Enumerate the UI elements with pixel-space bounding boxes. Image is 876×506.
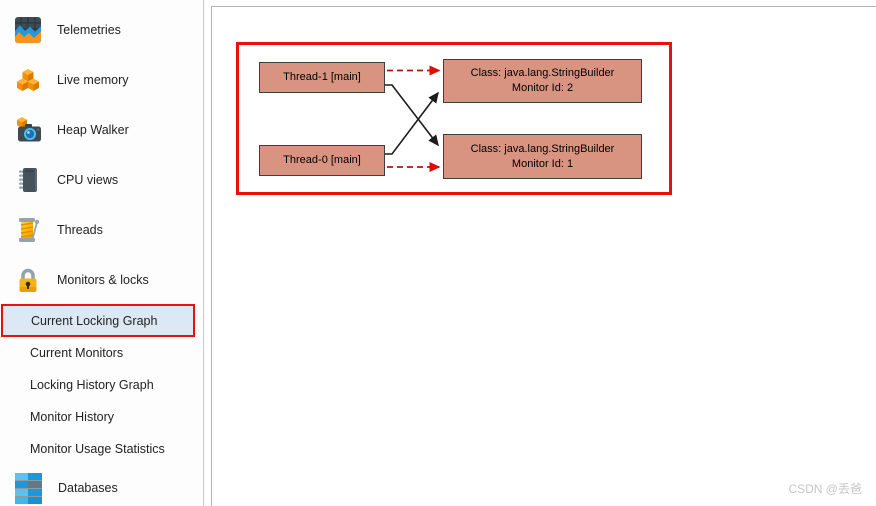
sidebar-item-label: Monitors & locks bbox=[57, 273, 149, 287]
sidebar-item-label: Heap Walker bbox=[57, 123, 129, 137]
telemetries-icon bbox=[15, 17, 41, 43]
node-monitor-2[interactable]: Class: java.lang.StringBuilder Monitor I… bbox=[443, 59, 642, 103]
sidebar-subitem-label: Locking History Graph bbox=[30, 378, 154, 392]
sidebar-subitem-locking-history-graph[interactable]: Locking History Graph bbox=[0, 369, 203, 401]
heap-walker-icon bbox=[17, 117, 41, 142]
node-monitor-id-line: Monitor Id: 2 bbox=[511, 82, 574, 94]
sidebar-item-databases[interactable]: Databases bbox=[0, 465, 203, 506]
node-label: Thread-0 [main] bbox=[283, 154, 361, 166]
monitors-locks-icon bbox=[19, 268, 37, 292]
sidebar-subitem-label: Current Monitors bbox=[30, 346, 124, 360]
node-label: Thread-1 [main] bbox=[283, 71, 361, 83]
sidebar-subitem-monitor-usage-statistics[interactable]: Monitor Usage Statistics bbox=[0, 433, 203, 465]
sidebar: Telemetries Live memory bbox=[0, 0, 204, 506]
node-monitor-id-line: Monitor Id: 1 bbox=[511, 157, 574, 170]
node-class-line: Class: java.lang.StringBuilder bbox=[470, 67, 615, 79]
node-thread-0[interactable]: Thread-0 [main] bbox=[259, 145, 385, 176]
sidebar-subitem-current-monitors[interactable]: Current Monitors bbox=[0, 337, 203, 369]
sidebar-item-live-memory[interactable]: Live memory bbox=[0, 55, 203, 105]
databases-icon bbox=[15, 472, 42, 504]
sidebar-item-heap-walker[interactable]: Heap Walker bbox=[0, 105, 203, 155]
watermark: CSDN @丢爸 bbox=[788, 482, 862, 496]
live-memory-icon bbox=[17, 69, 39, 91]
sidebar-item-label: Live memory bbox=[57, 73, 129, 87]
sidebar-subitem-label: Current Locking Graph bbox=[31, 313, 158, 328]
threads-icon bbox=[19, 218, 40, 242]
node-monitor-1[interactable]: Class: java.lang.StringBuilder Monitor I… bbox=[443, 134, 642, 179]
sidebar-item-label: Databases bbox=[58, 481, 118, 495]
sidebar-item-label: CPU views bbox=[57, 173, 119, 187]
node-class-line: Class: java.lang.StringBuilder bbox=[470, 142, 615, 155]
sidebar-item-label: Telemetries bbox=[57, 23, 121, 37]
sidebar-subitem-current-locking-graph[interactable]: Current Locking Graph bbox=[1, 304, 195, 337]
node-thread-1[interactable]: Thread-1 [main] bbox=[259, 62, 385, 93]
sidebar-item-label: Threads bbox=[57, 223, 103, 237]
sidebar-subitem-label: Monitor History bbox=[30, 410, 115, 424]
sidebar-item-telemetries[interactable]: Telemetries bbox=[0, 5, 203, 55]
sidebar-item-cpu-views[interactable]: CPU views bbox=[0, 155, 203, 205]
sidebar-item-monitors-locks[interactable]: Monitors & locks bbox=[0, 255, 203, 305]
cpu-views-icon bbox=[19, 168, 37, 192]
sidebar-subitem-label: Monitor Usage Statistics bbox=[30, 442, 165, 456]
sidebar-subitem-monitor-history[interactable]: Monitor History bbox=[0, 401, 203, 433]
sidebar-item-threads[interactable]: Threads bbox=[0, 205, 203, 255]
